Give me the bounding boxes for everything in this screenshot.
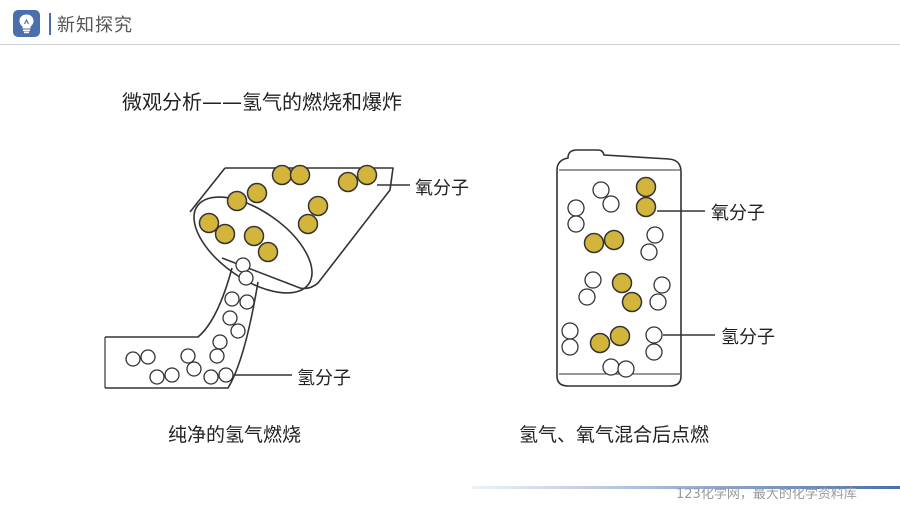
header-divider [49, 13, 51, 35]
footer-gradient-bar [472, 486, 900, 489]
footer-watermark: 123化学网，最大的化学资料库 [676, 487, 857, 502]
header-bar: 新知探究 [0, 0, 900, 46]
header-underline [0, 44, 900, 45]
right-hydrogen-label: 氢分子 [721, 327, 775, 348]
right-oxygen-label: 氧分子 [711, 203, 765, 224]
pure-hydrogen-diagram: 氧分子 氢分子 [104, 164, 469, 389]
section-title: 新知探究 [57, 15, 133, 36]
mixed-gas-diagram: 氧分子 氢分子 [556, 149, 775, 387]
left-caption: 纯净的氢气燃烧 [168, 424, 302, 446]
left-oxygen-label: 氧分子 [415, 178, 469, 199]
right-caption: 氢气、氧气混合后点燃 [519, 424, 710, 446]
left-hydrogen-label: 氢分子 [297, 368, 351, 389]
page-title: 微观分析——氢气的燃烧和爆炸 [122, 90, 402, 114]
lightbulb-icon [13, 10, 40, 37]
